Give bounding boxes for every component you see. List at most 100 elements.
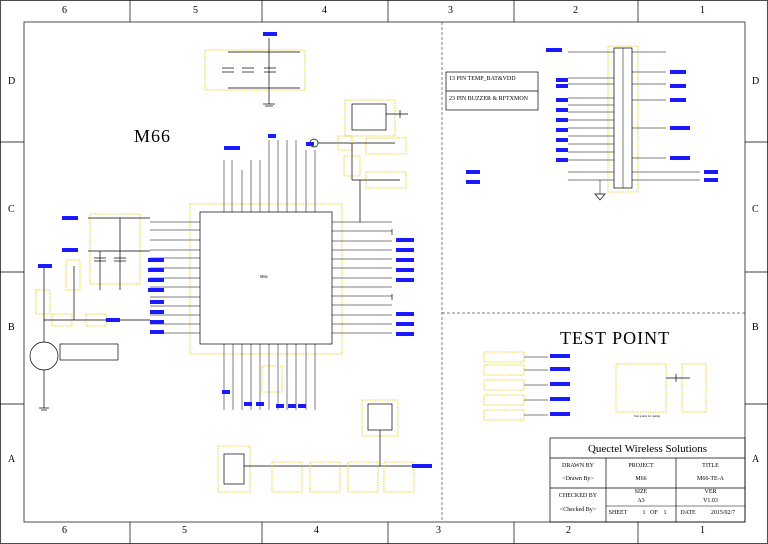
- right-row-c: C: [752, 204, 759, 215]
- net-label-flag: [670, 70, 686, 74]
- net-label-flag: [256, 402, 264, 406]
- net-label-flag: [670, 84, 686, 88]
- net-label-flag: [396, 332, 414, 336]
- rf-antenna-block: [309, 99, 408, 222]
- net-label-flag: [150, 330, 164, 334]
- net-label-flag: [546, 48, 562, 52]
- net-label-flag: [556, 84, 568, 88]
- net-label-flag: [556, 78, 568, 82]
- net-label-flag: [106, 318, 120, 322]
- net-label-flag: [38, 264, 52, 268]
- bottom-col-2: 2: [566, 525, 571, 536]
- bottom-col-5: 5: [182, 525, 187, 536]
- ver-label: VER: [704, 489, 717, 495]
- top-col-2: 2: [573, 5, 578, 16]
- top-col-4: 4: [322, 5, 327, 16]
- net-label-flag: [62, 248, 78, 252]
- net-label-flag: [556, 108, 568, 112]
- net-label-flag: [466, 180, 480, 184]
- company-name: Quectel Wireless Solutions: [587, 443, 708, 455]
- sheet-value: 1: [642, 510, 646, 516]
- bottom-col-1: 1: [700, 525, 705, 536]
- testpoint-note: Test points for testing: [634, 414, 661, 418]
- right-row-b: B: [752, 322, 759, 333]
- net-label-flag: [396, 312, 414, 316]
- net-label-flag: [396, 268, 414, 272]
- net-label-flag: [704, 170, 718, 174]
- net-label-flag: [550, 354, 570, 358]
- title-value: M66-TE-A: [697, 476, 724, 482]
- ver-value: V1.03: [703, 498, 718, 504]
- right-row-d: D: [752, 76, 760, 87]
- title-block: [549, 437, 746, 523]
- net-label-flag: [268, 134, 276, 138]
- net-label-flag: [670, 126, 690, 130]
- net-label-flag: [556, 128, 568, 132]
- top-col-3: 3: [448, 5, 453, 16]
- net-label-flag: [396, 248, 414, 252]
- net-label-flag: [62, 216, 78, 220]
- net-label-flag: [306, 142, 314, 146]
- bottom-component-row: [217, 365, 428, 493]
- chip-name: M66: [260, 274, 268, 279]
- net-label-flag: [148, 278, 164, 282]
- net-label-flag: [412, 464, 432, 468]
- side-zone-dividers: [0, 141, 768, 405]
- net-label-flag: [556, 148, 568, 152]
- net-label-flag: [396, 322, 414, 326]
- net-label-flag: [150, 300, 164, 304]
- net-label-flag: [150, 320, 164, 324]
- net-label-flag: [556, 98, 568, 102]
- checked-by-label: CHECKED BY: [558, 493, 598, 499]
- net-label-flag: [396, 238, 414, 242]
- net-label-flag: [670, 98, 686, 102]
- net-label-flag: [148, 268, 164, 272]
- net-label-flag: [556, 158, 568, 162]
- net-label-flag: [150, 310, 164, 314]
- net-label-flag: [276, 404, 284, 408]
- top-col-6: 6: [62, 5, 67, 16]
- top-zone-dividers: [129, 0, 639, 22]
- net-label-flag: [466, 170, 480, 174]
- top-col-1: 1: [700, 5, 705, 16]
- net-label-flag: [222, 390, 230, 394]
- project-label: PROJECT: [628, 463, 654, 469]
- power-decoupling-block: [204, 32, 306, 107]
- bottom-col-6: 6: [62, 525, 67, 536]
- net-label-flag: [556, 118, 568, 122]
- of-value: 1: [663, 510, 667, 516]
- m66-chip: [150, 140, 392, 410]
- checked-by-value: <Checked By>: [559, 507, 597, 513]
- size-value: A3: [637, 498, 645, 504]
- left-row-b: B: [8, 322, 15, 333]
- bottom-col-3: 3: [436, 525, 441, 536]
- net-label-flag: [704, 178, 718, 182]
- left-row-a: A: [8, 454, 16, 465]
- size-label: SIZE: [634, 489, 648, 495]
- test-point-block: [483, 351, 707, 421]
- net-label-flag: [556, 138, 568, 142]
- pin-note-box: [445, 71, 539, 111]
- date-value: 2015/02/7: [710, 510, 736, 516]
- net-label-flag: [148, 258, 164, 262]
- net-label-flag: [396, 278, 414, 282]
- net-labels: [38, 48, 718, 468]
- net-label-flag: [550, 367, 570, 371]
- of-label: OF: [650, 510, 658, 516]
- left-row-c: C: [8, 204, 15, 215]
- net-label-flag: [244, 402, 252, 406]
- net-label-flag: [298, 404, 306, 408]
- pin23-note: 23 PIN BUZZER & RFTXMON: [449, 96, 529, 102]
- left-peripheral-block: [29, 213, 150, 411]
- project-value: M66: [635, 476, 647, 482]
- net-label-flag: [550, 397, 570, 401]
- net-label-flag: [224, 146, 232, 150]
- date-label: DATE: [680, 510, 696, 516]
- test-point-title: TEST POINT: [560, 328, 671, 348]
- top-col-5: 5: [193, 5, 198, 16]
- net-label-flag: [550, 412, 570, 416]
- bottom-col-4: 4: [314, 525, 319, 536]
- net-label-flag: [288, 404, 296, 408]
- header-connector: [568, 45, 700, 201]
